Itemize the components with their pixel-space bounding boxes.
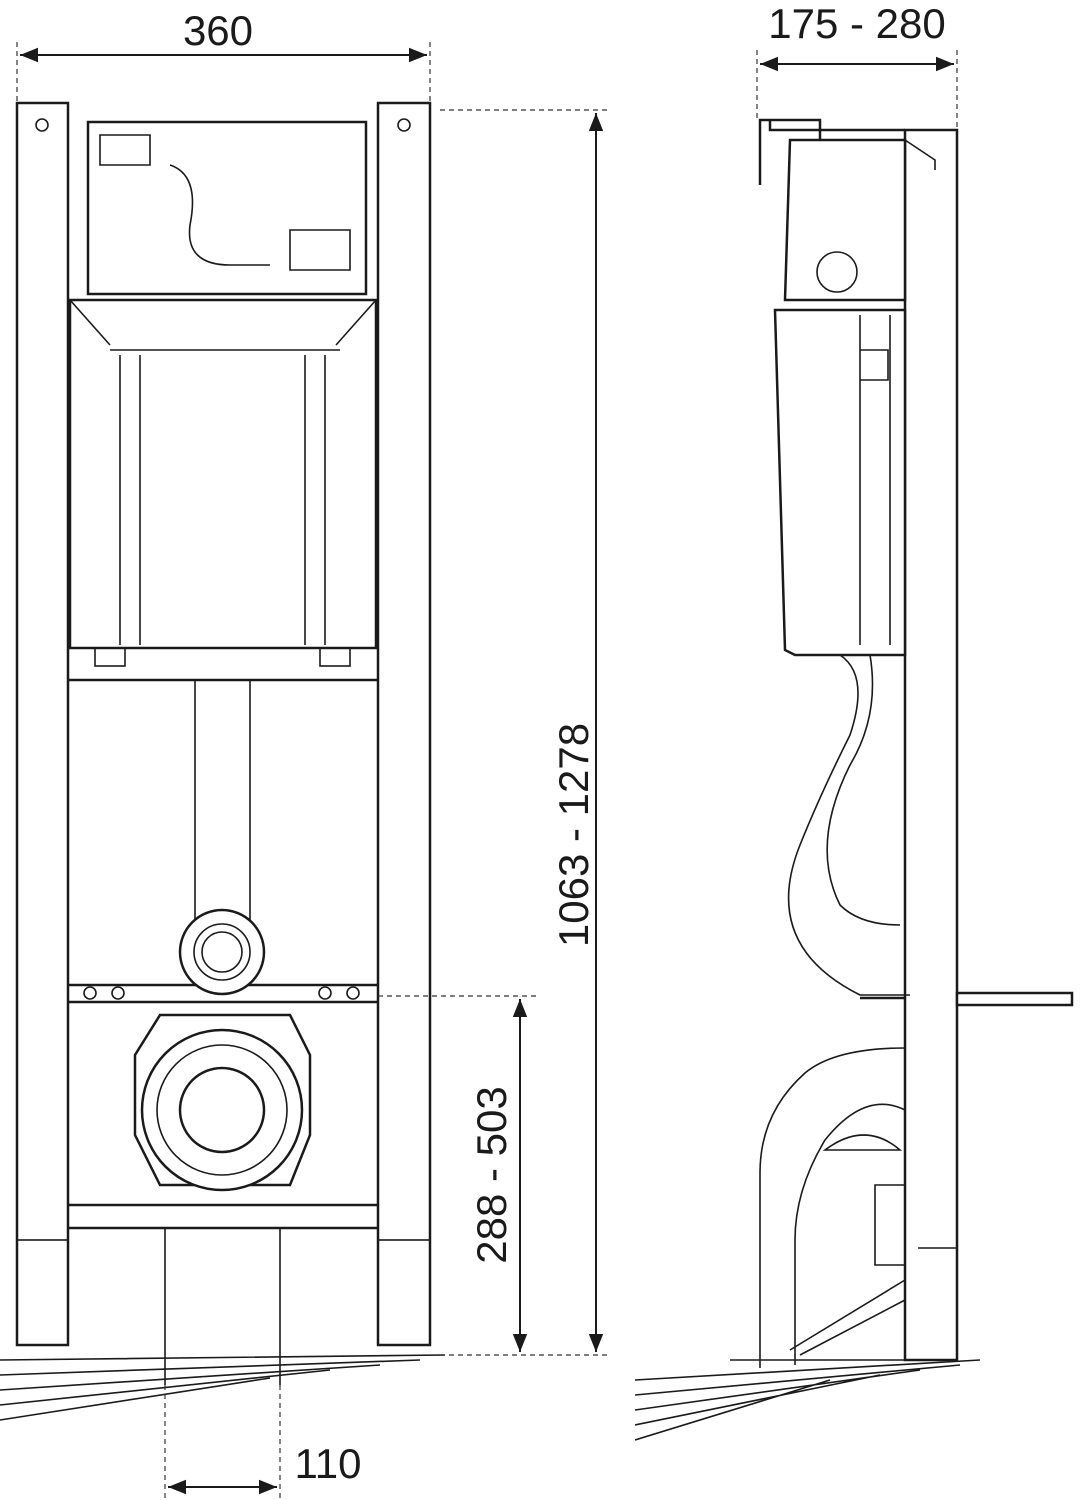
side-cistern <box>773 138 907 657</box>
dimension-outlet-height: 288 - 503 <box>378 995 540 1352</box>
frame-left-post <box>15 101 70 1347</box>
cistern <box>68 120 378 667</box>
side-view <box>634 118 1074 1441</box>
cross-rails <box>68 678 378 1230</box>
dimension-depth: 175 - 280 <box>756 0 958 130</box>
side-waste-bend <box>759 1047 906 1368</box>
flush-pipe-connector <box>178 908 266 996</box>
width-label: 360 <box>183 7 253 54</box>
dimension-outlet-diameter: 110 <box>164 1385 362 1500</box>
floor-hatching <box>0 1354 446 1421</box>
dimension-height: 1063 - 1278 <box>440 109 610 1356</box>
side-floor-hatching <box>634 1359 981 1441</box>
frame-right-post <box>376 101 432 1347</box>
dimension-width: 360 <box>16 7 431 103</box>
side-flush-pipe <box>787 654 910 996</box>
depth-label: 175 - 280 <box>768 0 945 47</box>
side-support-rod <box>860 991 1074 1007</box>
mounting-plate <box>903 128 959 1362</box>
height-label: 1063 - 1278 <box>550 723 597 947</box>
waste-outlet <box>133 1013 312 1385</box>
outlet-diameter-label: 110 <box>295 1440 362 1487</box>
top-bracket <box>758 118 905 185</box>
front-view <box>0 101 446 1421</box>
outlet-height-label: 288 - 503 <box>468 1086 515 1263</box>
